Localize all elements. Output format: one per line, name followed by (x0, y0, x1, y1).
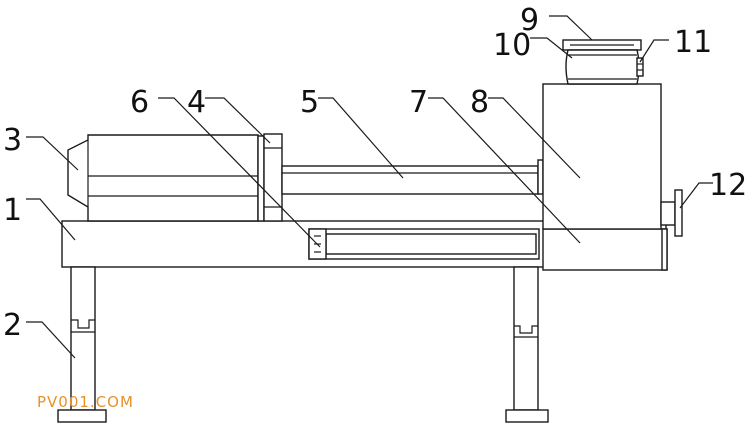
part-numbers: 1 2 3 4 5 6 7 8 9 10 11 12 (3, 3, 747, 343)
label-7: 7 (409, 85, 428, 120)
slide-rail (308, 228, 540, 260)
motor (67, 134, 259, 222)
top-cover (562, 39, 642, 51)
label-5: 5 (300, 85, 319, 120)
label-12: 12 (709, 168, 747, 203)
screw-barrel (281, 159, 544, 195)
coupling (257, 133, 283, 222)
side-bolt (636, 57, 644, 77)
leader-lines (26, 15, 713, 359)
label-6: 6 (130, 85, 149, 120)
outlet-housing (542, 228, 668, 271)
watermark-text: PV001.COM (37, 393, 134, 411)
label-3: 3 (3, 123, 22, 158)
label-4: 4 (187, 85, 206, 120)
label-8: 8 (470, 85, 489, 120)
label-9: 9 (520, 3, 539, 38)
label-11: 11 (674, 25, 712, 60)
feet (57, 319, 549, 423)
hopper-body (542, 83, 662, 230)
label-2: 2 (3, 308, 22, 343)
label-1: 1 (3, 193, 22, 228)
label-10: 10 (493, 28, 531, 63)
outlet-flange (660, 189, 683, 237)
feed-drum (565, 49, 640, 85)
